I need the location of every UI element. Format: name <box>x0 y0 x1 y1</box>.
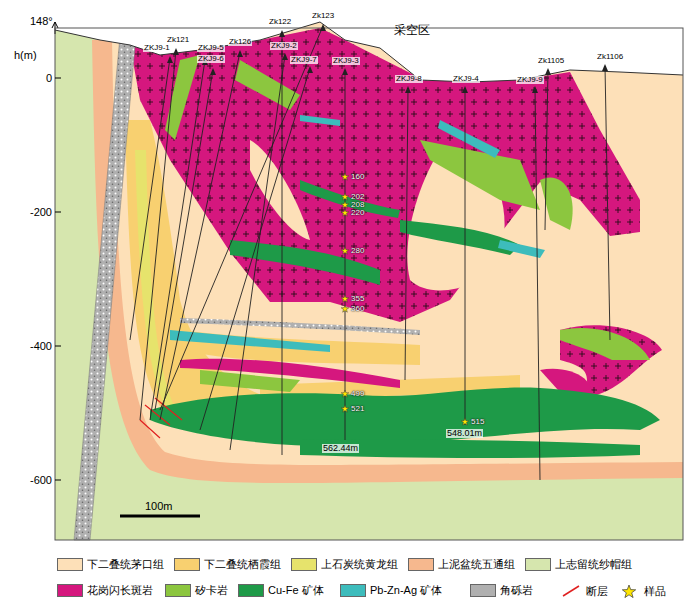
drill-hole-label: ZKJ9-3 <box>332 57 360 65</box>
sample-number: 160 <box>351 173 364 181</box>
legend-text: 上泥盆统五通组 <box>438 558 515 570</box>
drill-hole-label: ZKJ9-9 <box>516 76 544 84</box>
bearing-label: 148° <box>30 16 53 27</box>
fault-symbol <box>560 584 582 598</box>
legend-text: 花岗闪长斑岩 <box>87 584 153 596</box>
legend-text: 下二叠统茅口组 <box>87 558 164 570</box>
drill-hole-label: ZKJ9-4 <box>452 75 480 83</box>
area-label: 采空区 <box>394 24 430 36</box>
legend-text: Cu-Fe 矿体 <box>268 584 324 596</box>
legend-item: 角砾岩 <box>470 584 533 597</box>
legend-text: 上石炭统黄龙组 <box>321 558 398 570</box>
drill-hole-label: ZKJ9-6 <box>197 55 225 63</box>
legend-item: 断层 <box>560 584 608 598</box>
sample-number: 355 <box>351 295 364 303</box>
drill-hole-label: ZKJ9-2 <box>270 42 298 50</box>
legend-item: 样品 <box>618 584 666 598</box>
scale-label: 100m <box>145 501 173 512</box>
axis-tick-label: -200 <box>30 207 52 218</box>
legend-text: 断层 <box>586 585 608 597</box>
legend-item: 上志留统纱帽组 <box>525 558 632 571</box>
sample-number: 208 <box>351 201 364 209</box>
legend-text: 样品 <box>644 585 666 597</box>
legend-item: 上石炭统黄龙组 <box>291 558 398 571</box>
legend-swatch <box>57 558 83 571</box>
legend-text: 上志留统纱帽组 <box>555 558 632 570</box>
axis-title: h(m) <box>14 50 37 61</box>
drill-hole-label: Zk122 <box>268 18 292 26</box>
axis-tick-label: -400 <box>30 341 52 352</box>
legend-text: 角砾岩 <box>500 584 533 596</box>
legend-swatch <box>165 584 191 597</box>
axis-tick-label: 0 <box>46 73 52 84</box>
legend-swatch <box>525 558 551 571</box>
sample-number: 521 <box>351 405 364 413</box>
sample-symbol <box>618 584 640 598</box>
legend-item: 下二叠统栖霞组 <box>174 558 281 571</box>
drill-hole-label: ZKJ9-5 <box>197 44 225 52</box>
drill-hole-label: Zk126 <box>228 38 252 46</box>
legend-text: 矽卡岩 <box>195 584 228 596</box>
axis-tick-label: -600 <box>30 475 52 486</box>
legend-item: Pb-Zn-Ag 矿体 <box>340 584 442 597</box>
sample-number: 202 <box>351 193 364 201</box>
legend-swatch <box>470 584 496 597</box>
drill-hole-label: ZKJ9-7 <box>290 56 318 64</box>
drill-hole-label: ZKJ9-8 <box>395 75 423 83</box>
legend-item: 下二叠统茅口组 <box>57 558 164 571</box>
legend-text: Pb-Zn-Ag 矿体 <box>370 584 442 596</box>
legend-item: 上泥盆统五通组 <box>408 558 515 571</box>
drill-hole-label: Zk121 <box>166 36 190 44</box>
sample-number: 220 <box>351 209 364 217</box>
drill-hole-label: Zk123 <box>311 12 335 20</box>
sample-number: 515 <box>471 418 484 426</box>
legend-item: 花岗闪长斑岩 <box>57 584 153 597</box>
drill-hole-label: Zk1105 <box>537 57 565 65</box>
legend-swatch <box>57 584 83 597</box>
legend-swatch <box>408 558 434 571</box>
sample-number: 280 <box>351 247 364 255</box>
drill-hole-label: Zk1106 <box>596 53 624 61</box>
depth-label: 548.01m <box>446 429 483 438</box>
sample-number: 360 <box>351 305 364 313</box>
legend-swatch <box>291 558 317 571</box>
legend-swatch <box>238 584 264 597</box>
legend-swatch <box>174 558 200 571</box>
legend-text: 下二叠统栖霞组 <box>204 558 281 570</box>
depth-label: 562.44m <box>322 444 359 453</box>
drill-hole-label: ZKJ9-1 <box>143 44 171 52</box>
legend-item: Cu-Fe 矿体 <box>238 584 324 597</box>
legend-item: 矽卡岩 <box>165 584 228 597</box>
legend-swatch <box>340 584 366 597</box>
sample-number: 499 <box>351 390 364 398</box>
